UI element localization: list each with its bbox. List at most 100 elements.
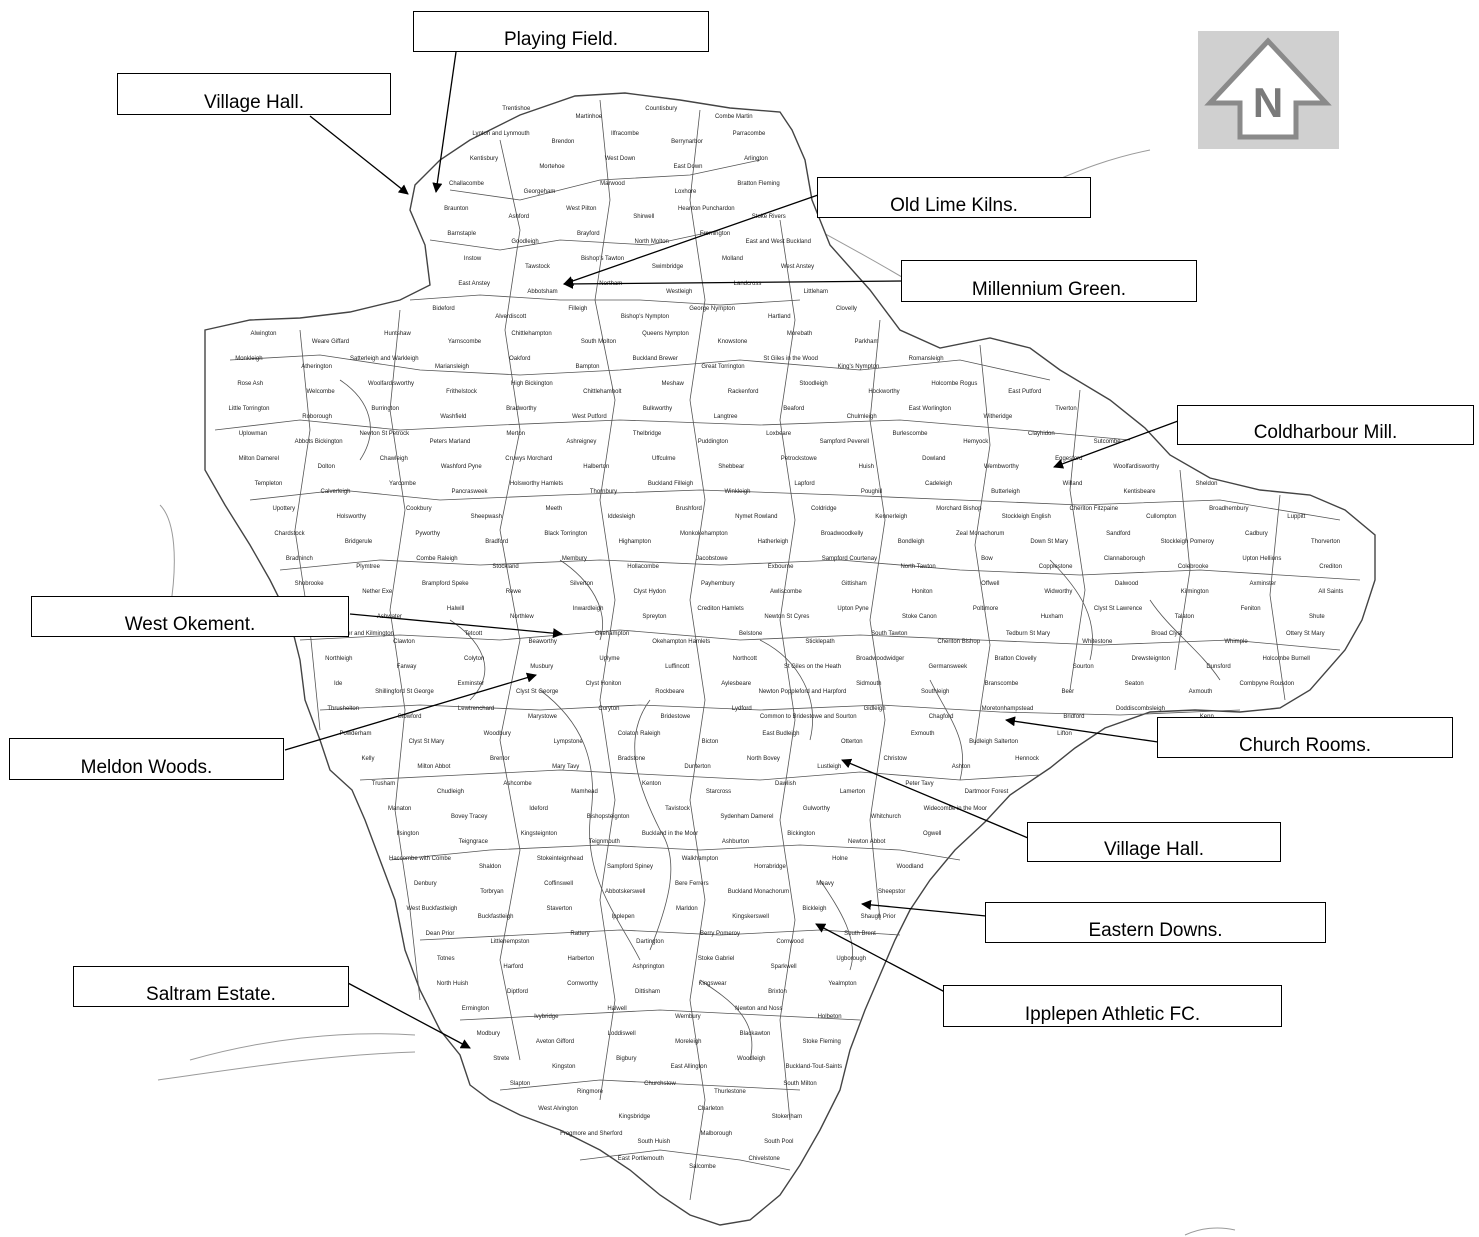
parish-label: Belstone (739, 631, 763, 637)
parish-label: Clayhidon (1028, 431, 1055, 437)
parish-label: Iddesleigh (608, 514, 635, 520)
parish-label: Chagford (929, 714, 954, 720)
parish-label: Branscombe (985, 681, 1019, 687)
parish-label: East Down (673, 164, 702, 170)
parish-label: Powderham (339, 731, 371, 737)
arrow-ipplepen-athletic-fc (815, 923, 961, 1001)
parish-label: Bishop's Nympton (621, 314, 669, 320)
parish-label: Uplowman (239, 431, 267, 437)
parish-label: Ashcombe (503, 781, 532, 787)
parish-label: East Putford (1008, 389, 1041, 395)
parish-label: Combpyne Rousdon (1239, 681, 1294, 687)
parish-label: Stowford (398, 714, 422, 720)
parish-label: Queens Nympton (642, 331, 689, 337)
parish-label: Plymtree (356, 564, 380, 570)
arrow-village-hall-north (309, 115, 409, 195)
parish-label: Axminster (1249, 581, 1276, 587)
parish-label: Halberton (583, 464, 609, 470)
parish-label: Newton and Noss (735, 1006, 782, 1012)
parish-label: Ideford (529, 806, 548, 812)
parish-label: Shobrooke (295, 581, 325, 587)
parish-label: Trentishoe (502, 106, 531, 112)
parish-label: Newton St Cyres (764, 614, 809, 620)
parish-label: Coldridge (811, 506, 837, 512)
parish-label: Slapton (510, 1081, 530, 1087)
parish-label: South Brent (844, 931, 876, 937)
parish-label: Burlescombe (892, 431, 928, 437)
parish-label: Ringmore (577, 1089, 604, 1095)
parish-label: Clyst St Mary (409, 739, 445, 745)
parish-label: Kilmington (1181, 589, 1209, 595)
parish-label: Dartmoor Forest (965, 789, 1009, 795)
parish-label: Chulmleigh (847, 414, 877, 420)
parish-label: Hatherleigh (758, 539, 789, 545)
parish-label: Meavy (816, 881, 834, 887)
parish-label: West Alvington (538, 1106, 578, 1112)
parish-label: Teignmouth (589, 839, 620, 845)
callout-old-lime-kilns: Old Lime Kilns. (817, 177, 1091, 218)
parish-label: Braunton (444, 206, 468, 212)
parish-label: Sheepwash (471, 514, 502, 520)
parish-label: Huish (859, 464, 874, 470)
parish-label: Exbourne (768, 564, 794, 570)
parish-label: Blackawton (740, 1031, 771, 1037)
parish-label: Chivelstone (749, 1156, 781, 1162)
parish-label: Cadbury (1245, 531, 1268, 537)
parish-label: Abbotskerswell (605, 889, 645, 895)
callout-arrows (284, 51, 1179, 1049)
parish-label: Moreleigh (675, 1039, 701, 1045)
parish-label: South Molton (581, 339, 616, 345)
parish-label: Otterton (841, 739, 863, 745)
parish-label: Goodleigh (511, 239, 538, 245)
parish-label: Cullompton (1146, 514, 1176, 520)
parish-label: Cheriton Bishop (937, 639, 980, 645)
parish-label: Sticklepath (805, 639, 834, 645)
parish-label: Westleigh (666, 289, 692, 295)
parish-label: King's Nympton (837, 364, 879, 370)
parish-label: Whimple (1224, 639, 1248, 645)
parish-label: Meshaw (662, 381, 685, 387)
parish-label: Bishop's Tawton (581, 256, 624, 262)
parish-label: Upton Hellions (1242, 556, 1281, 562)
parish-label: Bradstone (618, 756, 646, 762)
parish-label: Ivybridge (534, 1014, 559, 1020)
parish-label: Broad Clyst (1151, 631, 1182, 637)
parish-label: Sampford Spiney (607, 864, 653, 870)
parish-label: Coffinswell (544, 881, 573, 887)
parish-label: North Huish (437, 981, 469, 987)
parish-label: Gidleigh (864, 706, 886, 712)
callout-millennium-green: Millennium Green. (901, 260, 1197, 302)
parish-label: Parracombe (733, 131, 766, 137)
parish-label: Arlington (744, 156, 768, 162)
parish-label: Stockland (492, 564, 518, 570)
parish-label: Sheldon (1195, 481, 1217, 487)
parish-label: Uffculme (652, 456, 676, 462)
parish-label: Witheridge (984, 414, 1013, 420)
parish-label: Feniton (1241, 606, 1261, 612)
parish-label: Kingswear (698, 981, 726, 987)
parish-label: Puddington (698, 439, 728, 445)
parish-label: Sheepstor (878, 889, 905, 895)
parish-label: Kentisbeare (1123, 489, 1156, 495)
parish-label: Ide (334, 681, 343, 687)
parish-label: Woodland (897, 864, 924, 870)
parish-label: West Putford (572, 414, 607, 420)
parish-label: Rackenford (728, 389, 759, 395)
parish-label: Washfield (440, 414, 466, 420)
parish-label: Bishopsteignton (587, 814, 630, 820)
parish-label: Cheriton Fitzpaine (1069, 506, 1118, 512)
parish-label: Countisbury (645, 106, 677, 112)
parish-label: Atherington (301, 364, 332, 370)
parish-label: Instow (464, 256, 482, 262)
parish-label: Newton Abbot (848, 839, 886, 845)
parish-label: Colaton Raleigh (618, 731, 661, 737)
parish-label: Brentor (490, 756, 510, 762)
parish-label: Copplestone (1039, 564, 1073, 570)
parish-label: Exmouth (911, 731, 935, 737)
parish-label: Martinhoe (575, 114, 602, 120)
callout-village-hall-south: Village Hall. (1027, 822, 1281, 862)
parish-label: Knowstone (718, 339, 748, 345)
parish-label: Hennock (1015, 756, 1040, 762)
parish-label: Halwill (447, 606, 464, 612)
parish-label: Willand (1063, 481, 1083, 487)
